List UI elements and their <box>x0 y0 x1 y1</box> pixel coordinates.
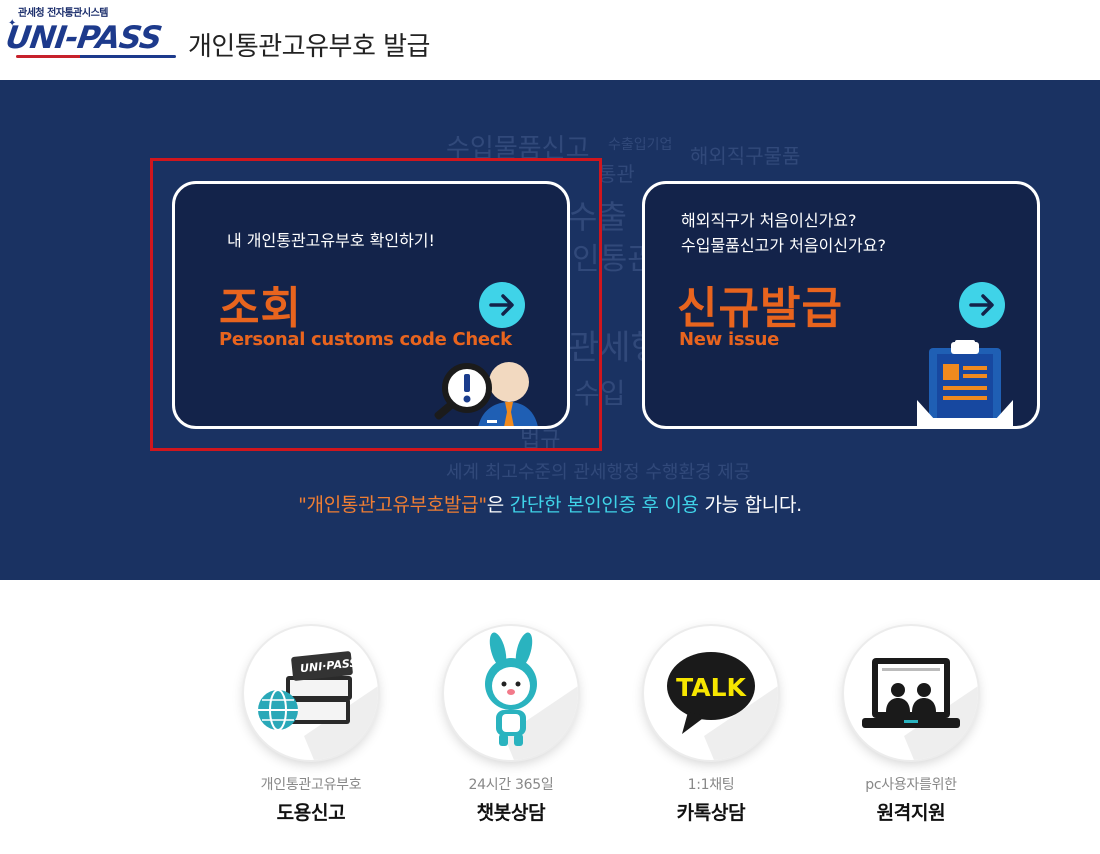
logo-star-icon: ✦ <box>8 18 17 29</box>
word-cloud-background: 수입물품신고 수출입기업 해외직구물품 통관 수출 인통관 관세행정 수입 법규… <box>0 80 1100 580</box>
kakaotalk-icon-circle[interactable]: TALK <box>644 626 778 760</box>
service-report-theft[interactable]: UNI·PASS 개인통관고유부호 도용신고 <box>226 626 396 825</box>
check-card-subtitle: Personal customs code Check <box>219 329 512 350</box>
unipass-logo[interactable]: 관세청 전자통관시스템 ✦ UNI-PASS <box>3 4 184 66</box>
selection-highlight <box>150 158 602 451</box>
service-sub-label: 24시간 365일 <box>468 777 554 793</box>
service-remote-support[interactable]: pc사용자를위한 원격지원 <box>826 626 996 825</box>
service-main-label: 챗봇상담 <box>476 802 546 824</box>
bg-word: 통관 <box>598 162 635 186</box>
service-sub-label: pc사용자를위한 <box>865 777 957 793</box>
service-sub-label: 개인통관고유부호 <box>260 777 362 793</box>
service-chatbot[interactable]: 24시간 365일 챗봇상담 <box>426 626 596 825</box>
clipboard-document-icon <box>917 340 1013 426</box>
new-arrow-button[interactable] <box>959 282 1005 328</box>
bg-word: 인통관 <box>572 242 655 277</box>
report-theft-icon-circle[interactable]: UNI·PASS <box>244 626 378 760</box>
talk-icon-text: TALK <box>676 673 747 702</box>
notice-text-end: 가능 합니다. <box>698 494 802 516</box>
arrow-right-icon <box>489 294 514 316</box>
rabbit-chatbot-icon <box>485 632 578 760</box>
page-header: 관세청 전자통관시스템 ✦ UNI-PASS 개인통관고유부호 발급 <box>0 0 1100 80</box>
check-arrow-button[interactable] <box>479 282 525 328</box>
logo-subtitle: 관세청 전자통관시스템 <box>18 8 108 19</box>
new-card-intro-line2: 수입물품신고가 처음이신가요? <box>681 236 886 255</box>
main-banner: 수입물품신고 수출입기업 해외직구물품 통관 수출 인통관 관세행정 수입 법규… <box>0 80 1100 580</box>
bg-word: 해외직구물품 <box>690 144 801 168</box>
check-card-intro: 내 개인통관고유부호 확인하기! <box>227 231 435 250</box>
arrow-right-icon <box>969 294 994 316</box>
bg-word: 수출입기업 <box>608 137 673 153</box>
bg-word: 세계 최고수준의 관세행정 수행환경 제공 <box>446 462 751 483</box>
logo-swoosh <box>16 55 176 58</box>
notice-auth-highlight: 간단한 본인인증 후 이용 <box>509 494 699 516</box>
notice-text: 은 <box>486 494 510 516</box>
auth-notice: "개인통관고유부호발급"은 간단한 본인인증 후 이용 가능 합니다. <box>0 490 1100 517</box>
svg-text:UNI·PASS: UNI·PASS <box>299 656 358 675</box>
books-globe-icon: UNI·PASS <box>258 651 378 760</box>
magnifier-person-icon <box>434 362 538 426</box>
new-card-subtitle: New issue <box>679 329 780 350</box>
check-code-card[interactable]: 내 개인통관고유부호 확인하기! 조회 Personal customs cod… <box>172 181 570 429</box>
notice-service-name: "개인통관고유부호발급" <box>298 494 487 516</box>
laptop-remote-icon <box>862 658 978 760</box>
new-card-title: 신규발급 <box>677 283 843 334</box>
bg-word: 수출 <box>568 198 627 236</box>
service-main-label: 도용신고 <box>276 802 346 824</box>
page-title: 개인통관고유부호 발급 <box>188 32 430 62</box>
logo-wordmark: UNI-PASS <box>3 20 164 56</box>
talk-bubble-icon: TALK <box>667 652 778 760</box>
new-issue-card[interactable]: 해외직구가 처음이신가요? 수입물품신고가 처음이신가요? 신규발급 New i… <box>642 181 1040 429</box>
chatbot-icon-circle[interactable] <box>444 626 578 760</box>
service-main-label: 카톡상담 <box>676 802 746 824</box>
service-kakaotalk[interactable]: TALK 1:1채팅 카톡상담 <box>626 626 796 825</box>
service-sub-label: 1:1채팅 <box>687 777 735 793</box>
service-main-label: 원격지원 <box>876 802 946 824</box>
remote-support-icon-circle[interactable] <box>844 626 978 760</box>
new-card-intro-line1: 해외직구가 처음이신가요? <box>681 211 857 230</box>
check-card-title: 조회 <box>219 283 302 334</box>
